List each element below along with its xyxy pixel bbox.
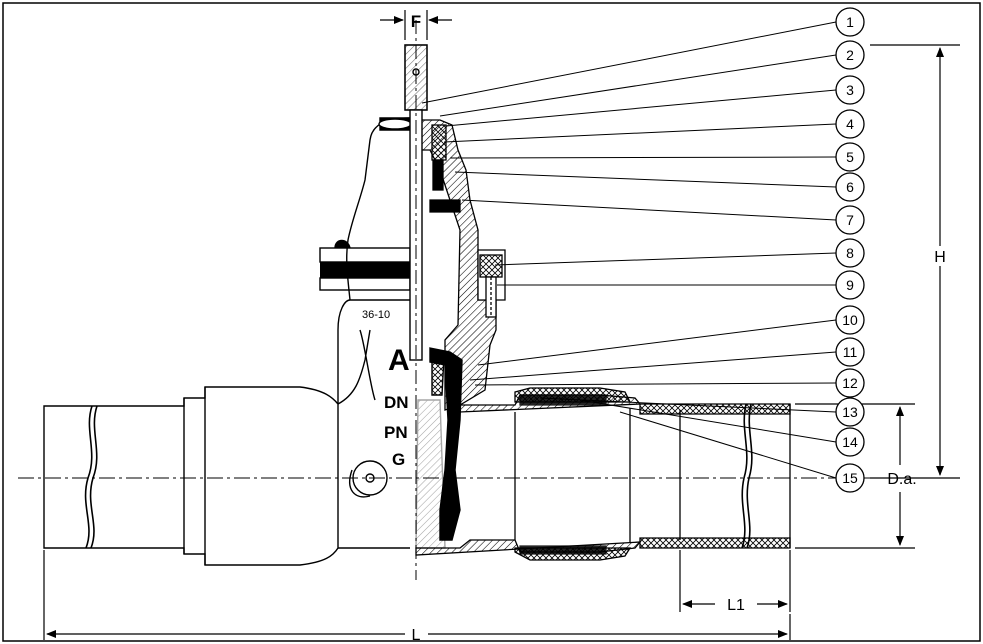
callout-circle-3: [835, 75, 865, 105]
callout-leader-10: [477, 319, 837, 366]
callout-leader-15: [619, 411, 837, 479]
dimension-l-label: L: [412, 627, 421, 644]
callout-number-11: 11: [843, 344, 858, 360]
callout-circle-9: [835, 270, 865, 300]
left-spigot-pipe: [43, 386, 339, 566]
mark-dn: DN: [384, 393, 409, 412]
callout-circle-2: [835, 40, 865, 70]
callout-leader-5: [449, 156, 837, 159]
callout-number-6: 6: [846, 179, 854, 195]
callout-leader-3: [445, 89, 837, 127]
callout-leader-6: [454, 171, 837, 188]
callout-circle-4: [835, 109, 865, 139]
mark-pn: PN: [384, 423, 408, 442]
callout-circle-5: [835, 142, 865, 172]
callout-number-3: 3: [846, 82, 854, 98]
callout-number-2: 2: [846, 47, 854, 63]
callout-leaders: [421, 21, 837, 479]
callout-leader-4: [443, 123, 837, 143]
callout-circle-12: [835, 368, 865, 398]
dimension-h-label: H: [934, 249, 946, 266]
callout-circle-7: [835, 205, 865, 235]
callout-leader-7: [461, 199, 837, 221]
callout-leader-11: [469, 351, 837, 381]
callout-leader-14: [579, 399, 837, 443]
callout-number-14: 14: [842, 434, 858, 450]
callout-circle-10: [835, 305, 865, 335]
mark-g: G: [392, 450, 405, 469]
callout-number-13: 13: [842, 404, 858, 420]
callout-number-5: 5: [846, 149, 854, 165]
callout-circle-11: [835, 337, 865, 367]
dimension-f-label: F: [411, 12, 421, 31]
callout-number-4: 4: [846, 116, 854, 132]
callout-number-7: 7: [846, 212, 854, 228]
callout-leader-12: [474, 382, 837, 386]
valve-wedge: [415, 347, 463, 549]
manufacturer-logo: A: [388, 344, 410, 377]
callout-number-1: 1: [846, 14, 854, 30]
dimension-l1-label: L1: [727, 597, 745, 614]
callout-circle-15: [835, 463, 865, 493]
casting-code: 36-10: [362, 309, 390, 321]
right-socket-tube: [415, 387, 681, 561]
valve-stem: [404, 20, 428, 580]
callout-number-8: 8: [846, 245, 854, 261]
right-pe-pipe: [639, 403, 791, 549]
dimension-da-label: D.a.: [887, 471, 916, 488]
callout-circle-6: [835, 172, 865, 202]
callout-circle-14: [835, 427, 865, 457]
callout-number-12: 12: [842, 375, 858, 391]
dimension-l: [43, 550, 791, 640]
callout-circle-1: [835, 7, 865, 37]
callout-leader-13: [539, 397, 837, 413]
callout-leader-8: [494, 252, 837, 266]
callout-number-9: 9: [846, 277, 854, 293]
dimension-f: [380, 10, 452, 40]
callout-circle-13: [835, 397, 865, 427]
callout-number-15: 15: [842, 470, 858, 486]
dimension-l1: [679, 550, 791, 612]
dimension-h: [870, 44, 960, 479]
valve-body-exterior: [319, 117, 412, 549]
callout-circle-8: [835, 238, 865, 268]
callout-number-10: 10: [842, 312, 858, 328]
callout-leader-2: [439, 54, 837, 117]
callout-leader-1: [421, 21, 837, 104]
valve-body-section: [415, 119, 506, 411]
